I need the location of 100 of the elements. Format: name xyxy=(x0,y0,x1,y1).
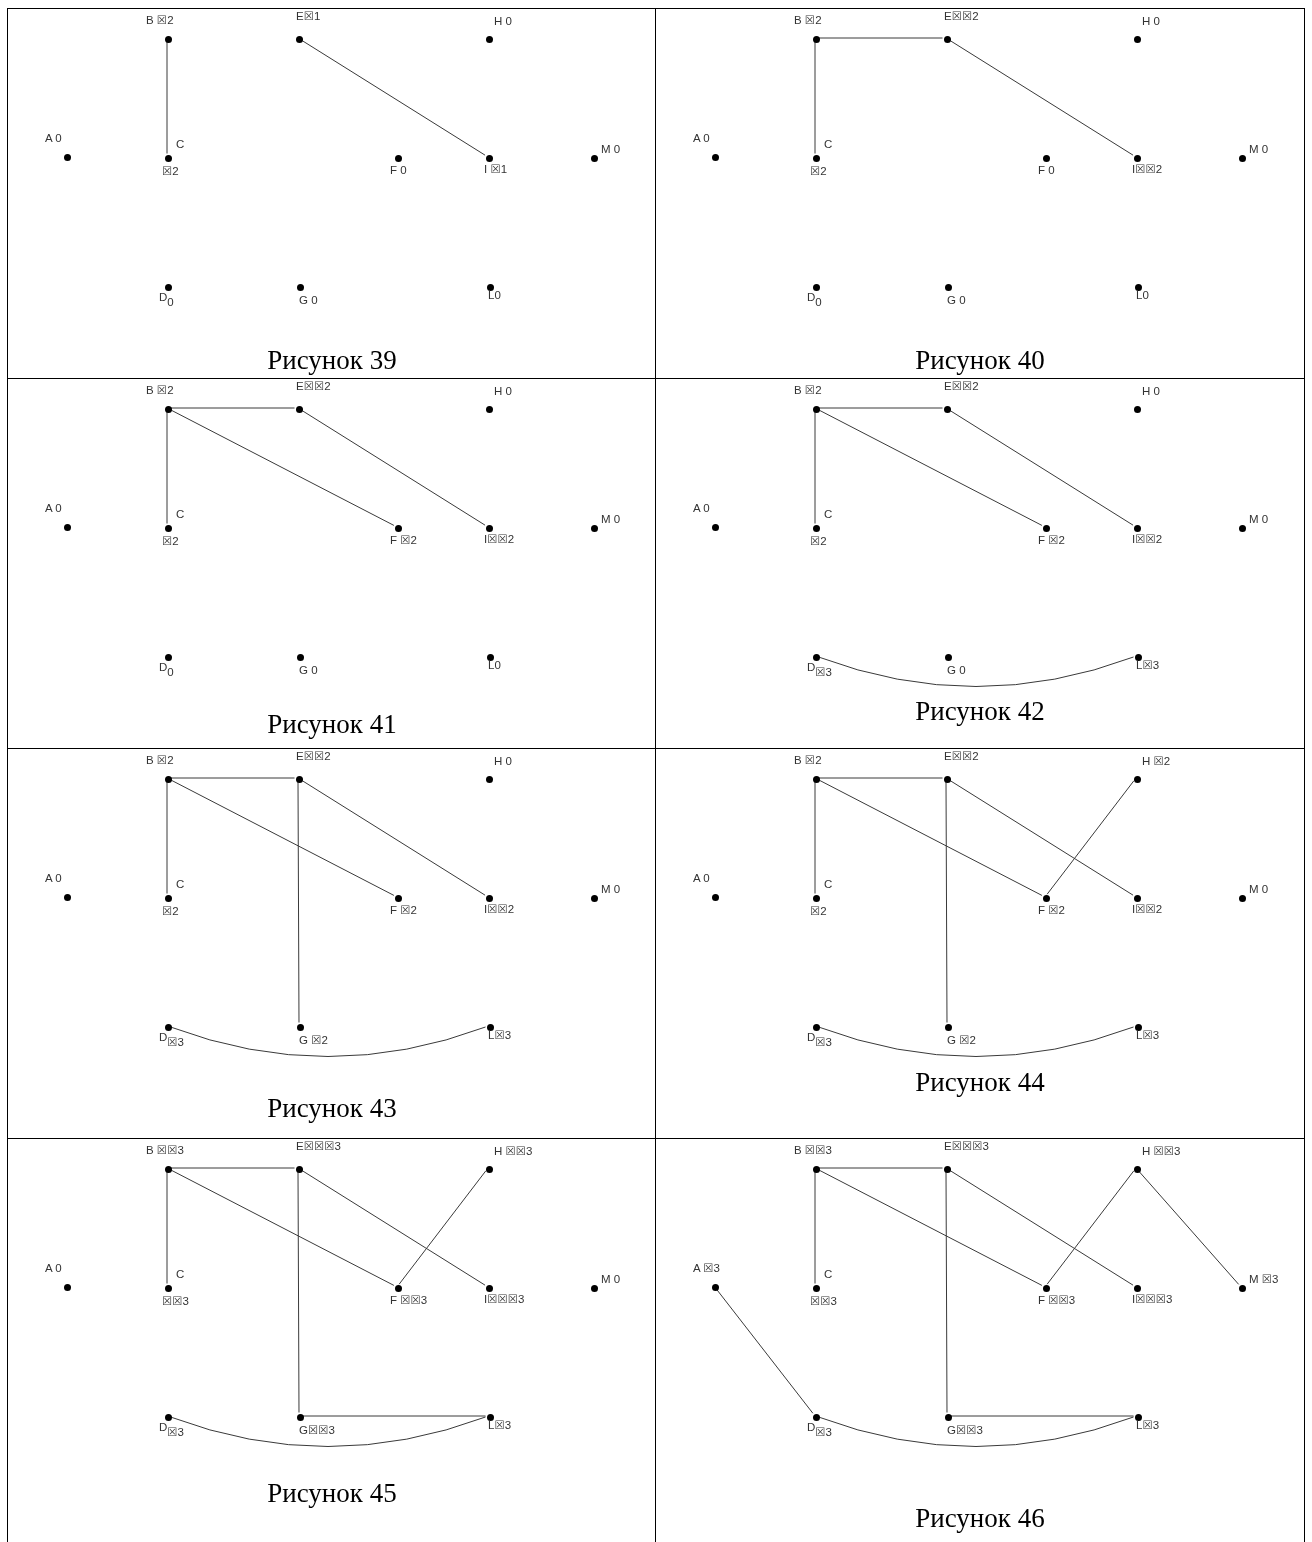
vertex-label: F ☒2 xyxy=(390,904,417,917)
edge-line xyxy=(166,41,168,154)
edge-line xyxy=(814,781,816,894)
vertex-label: A ☒3 xyxy=(693,1262,720,1275)
edge-line xyxy=(170,1026,486,1057)
vertex-label: H ☒2 xyxy=(1142,755,1171,768)
vertex-label: I☒☒2 xyxy=(1132,903,1163,916)
vertex-label: ☒2 xyxy=(162,535,179,548)
vertex-label: F ☒2 xyxy=(390,534,417,547)
vertex-label: M 0 xyxy=(1249,513,1269,526)
vertex-label: B ☒☒3 xyxy=(794,1144,832,1157)
vertex-label: L☒3 xyxy=(1136,659,1160,672)
edge-line xyxy=(169,409,395,526)
edge-line xyxy=(300,409,486,526)
figure-caption: Рисунок 45 xyxy=(267,1478,397,1509)
figure-caption: Рисунок 44 xyxy=(915,1067,1045,1098)
edge-line xyxy=(948,779,1134,896)
vertex-label: G 0 xyxy=(299,294,318,307)
vertex-label: I☒☒2 xyxy=(1132,163,1163,176)
vertex-label: A 0 xyxy=(693,132,710,145)
vertex-label: ☒2 xyxy=(810,905,827,918)
vertex-label: A 0 xyxy=(45,872,62,885)
vertex-label: L☒3 xyxy=(488,1029,512,1042)
vertex-label: M ☒3 xyxy=(1249,1273,1279,1286)
vertex-label: C xyxy=(824,508,833,521)
edge-line xyxy=(945,1171,948,1413)
edge-line xyxy=(948,39,1134,156)
vertex-label: F ☒2 xyxy=(1038,534,1065,547)
vertex-label: M 0 xyxy=(1249,143,1269,156)
vertex-label: M 0 xyxy=(601,513,621,526)
edge-line xyxy=(818,407,943,409)
edge-line xyxy=(300,1169,486,1286)
vertex-label: C xyxy=(176,1268,185,1281)
vertex-label: I ☒1 xyxy=(484,163,508,176)
vertex-label: C xyxy=(176,878,185,891)
vertex-label: B ☒2 xyxy=(146,14,174,27)
edge-line xyxy=(166,781,168,894)
edge-line xyxy=(170,1416,486,1447)
figure-caption: Рисунок 43 xyxy=(267,1093,397,1124)
vertex-label: C xyxy=(824,1268,833,1281)
figure-caption: Рисунок 42 xyxy=(915,696,1045,727)
vertex-label: H 0 xyxy=(494,385,512,398)
vertex-label: G 0 xyxy=(947,294,966,307)
edge-line xyxy=(950,1415,1134,1417)
vertex-label: E☒☒2 xyxy=(944,10,979,23)
vertex-label: M 0 xyxy=(601,883,621,896)
edge-line xyxy=(169,779,395,896)
vertex-label: I☒☒2 xyxy=(484,533,515,546)
vertex-label: B ☒2 xyxy=(794,384,822,397)
figure-panel xyxy=(7,8,657,379)
edge-line xyxy=(170,1167,295,1169)
edge-line xyxy=(715,1288,814,1414)
vertex-label: C xyxy=(824,138,833,151)
edge-line xyxy=(170,777,295,779)
vertex-label: ☒☒3 xyxy=(162,1295,189,1308)
edge-line xyxy=(398,1170,487,1285)
vertex-label: H 0 xyxy=(1142,385,1160,398)
vertex-label: ☒2 xyxy=(810,165,827,178)
vertex-label: ☒2 xyxy=(162,905,179,918)
edge-line xyxy=(302,1415,486,1417)
edge-line xyxy=(818,1416,1134,1447)
vertex-label: B ☒2 xyxy=(794,14,822,27)
figure-caption: Рисунок 39 xyxy=(267,345,397,376)
edge-line xyxy=(166,411,168,524)
edge-line xyxy=(297,781,300,1023)
vertex-label: ☒☒3 xyxy=(810,1295,837,1308)
edge-line xyxy=(818,656,1134,687)
vertex-label: G 0 xyxy=(947,664,966,677)
vertex-label: M 0 xyxy=(601,143,621,156)
vertex-label: ☒2 xyxy=(810,535,827,548)
figure-panel xyxy=(655,1138,1305,1542)
figure-caption: Рисунок 41 xyxy=(267,709,397,740)
edge-line xyxy=(1137,1170,1240,1285)
vertex-label: A 0 xyxy=(45,502,62,515)
vertex-label: G☒☒3 xyxy=(299,1424,335,1437)
edge-line xyxy=(818,37,943,39)
edge-line xyxy=(814,41,816,154)
edge-line xyxy=(817,1169,1043,1286)
edge-line xyxy=(170,407,295,409)
edge-line xyxy=(169,1169,395,1286)
vertex-label: G ☒2 xyxy=(947,1034,976,1047)
vertex-label: F ☒☒3 xyxy=(1038,1294,1076,1307)
edge-line xyxy=(817,409,1043,526)
vertex-label: H ☒☒3 xyxy=(1142,1145,1181,1158)
vertex-label: B ☒☒3 xyxy=(146,1144,184,1157)
edge-line xyxy=(948,1169,1134,1286)
vertex-label: E☒☒☒3 xyxy=(296,1140,341,1153)
edge-line xyxy=(1046,780,1135,895)
figure-panel xyxy=(655,8,1305,379)
figure-caption: Рисунок 40 xyxy=(915,345,1045,376)
edge-line xyxy=(814,411,816,524)
edge-line xyxy=(818,1026,1134,1057)
edge-line xyxy=(818,777,943,779)
vertex-label: F 0 xyxy=(390,164,407,177)
vertex-label: ☒2 xyxy=(162,165,179,178)
vertex-label: C xyxy=(176,508,185,521)
edge-line xyxy=(1046,1170,1135,1285)
vertex-label: E☒☒2 xyxy=(296,750,331,763)
vertex-label: G ☒2 xyxy=(299,1034,328,1047)
vertex-label: I☒☒☒3 xyxy=(484,1293,525,1306)
